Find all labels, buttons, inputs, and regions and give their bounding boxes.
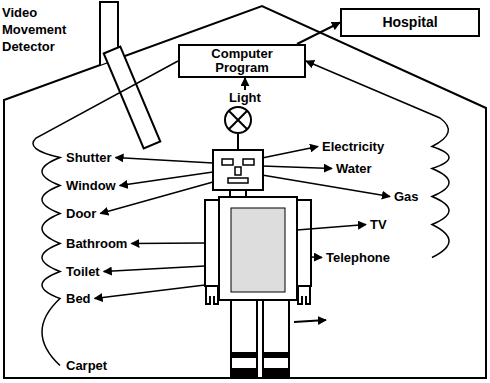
- item-label: Telephone: [326, 250, 390, 265]
- light-bulb-cross: [229, 111, 247, 129]
- robot-mouth: [228, 178, 248, 183]
- robot-arm: [297, 200, 311, 286]
- box-label: Hospital: [346, 14, 474, 31]
- light-bulb-circle: [225, 107, 251, 133]
- control-arrow: [104, 266, 205, 272]
- item-label: Window: [66, 178, 116, 193]
- signal-wire: [33, 61, 178, 366]
- item-label: Electricity: [322, 139, 384, 154]
- robot-body: [219, 197, 297, 300]
- light-bulb-cross: [229, 111, 247, 129]
- house-outline: [4, 6, 486, 378]
- item-label: Carpet: [66, 358, 107, 373]
- item-label: TV: [370, 217, 387, 232]
- box-label: Computer Program: [200, 47, 284, 75]
- arrow-connector: [244, 78, 246, 90]
- control-arrow: [120, 172, 213, 186]
- robot-foot: [231, 368, 257, 377]
- robot-arm: [205, 200, 219, 286]
- item-label: Toilet: [66, 264, 100, 279]
- item-label: Bed: [66, 291, 91, 306]
- robot-leg: [263, 300, 289, 376]
- control-arrow: [95, 285, 205, 299]
- robot-hand: [298, 286, 310, 304]
- item-label: Gas: [394, 189, 419, 204]
- robot-neck: [230, 190, 246, 197]
- control-arrow: [131, 242, 205, 244]
- control-arrow: [262, 175, 390, 197]
- destination-box: Hospital: [340, 8, 480, 37]
- robot-chest-panel: [231, 208, 285, 292]
- arrow-connector: [297, 23, 340, 45]
- control-arrow: [262, 166, 332, 169]
- robot-leg: [231, 300, 257, 376]
- robot-antenna: [237, 134, 239, 150]
- robot-leg-stripe: [231, 352, 257, 358]
- control-arrow: [311, 256, 322, 258]
- movement-arrow: [294, 320, 326, 322]
- light-bulb-symbol: [214, 105, 262, 135]
- control-arrow: [297, 225, 366, 231]
- light-label: Light: [214, 90, 276, 105]
- robot-eye: [243, 159, 254, 165]
- device-label: Video Movement Detector: [2, 4, 76, 55]
- robot-leg-stripe: [263, 352, 289, 358]
- item-label: Bathroom: [66, 236, 127, 251]
- control-arrow: [116, 158, 214, 164]
- robot-head: [213, 150, 263, 190]
- robot-foot: [263, 368, 289, 377]
- control-arrow: [100, 182, 213, 214]
- signal-wire: [306, 61, 449, 258]
- light-node: Light: [214, 90, 276, 135]
- robot-nose: [235, 167, 241, 175]
- process-box: Computer Program: [178, 44, 306, 78]
- robot-hand: [206, 286, 218, 304]
- item-label: Water: [336, 161, 372, 176]
- robot-eye: [222, 159, 233, 165]
- item-label: Shutter: [66, 150, 112, 165]
- item-label: Door: [66, 206, 96, 221]
- control-arrow: [262, 147, 318, 159]
